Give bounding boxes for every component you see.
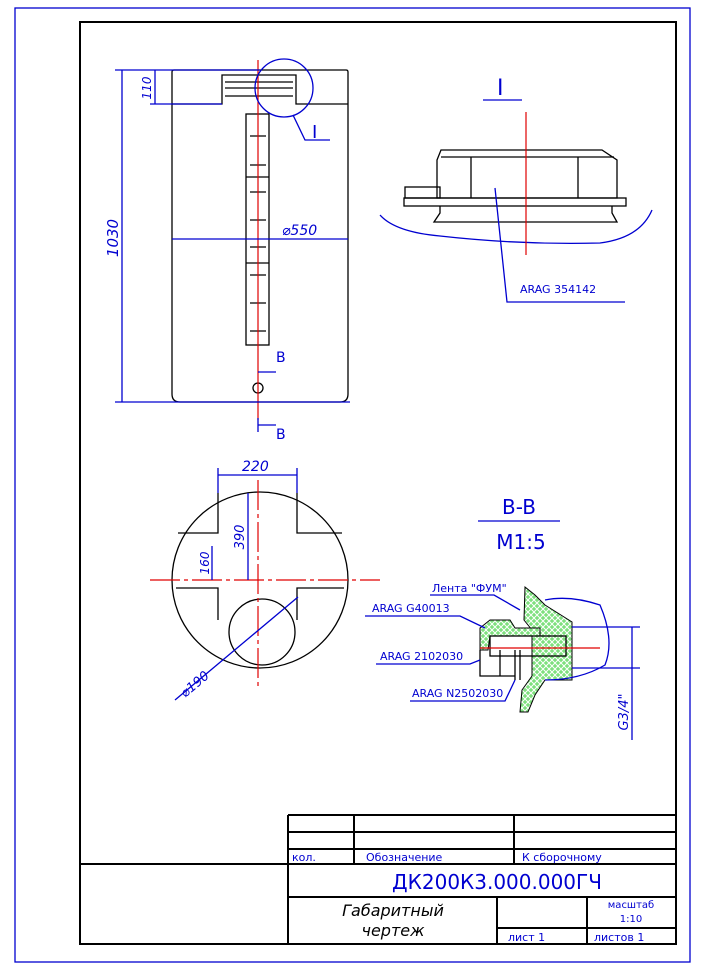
offset-dimension: 160 [198,551,212,574]
detail-view: I ARAG 354142 [379,76,653,303]
sheet-number: лист 1 [508,931,545,944]
detail-title: I [497,76,504,101]
front-view: 1030 110 ⌀550 I B B [104,58,350,443]
label-n2502030: ARAG N2502030 [412,687,503,700]
label-g40013: ARAG G40013 [372,602,450,615]
outlet-hole [228,598,296,666]
title-line-1: Габаритный [342,901,444,920]
neck-dimension: 110 [140,76,154,99]
fitting-section [479,619,541,651]
section-scale: M1:5 [496,530,545,554]
detail-part-label: ARAG 354142 [520,283,596,296]
diameter-dimension: ⌀550 [282,223,317,239]
col-assembly: К сборочному [522,851,602,864]
section-mark-top: B [276,350,286,366]
tank-wall-break [379,209,653,245]
section-mark-bottom: B [276,427,286,443]
tank-neck [172,74,348,105]
depth-dimension: 390 [233,525,248,550]
outer-border [14,7,691,963]
col-designation: Обозначение [366,851,443,864]
scale-label: масштаб [608,900,654,911]
col-qty: кол. [292,851,316,864]
label-fum-tape: Лента "ФУМ" [432,582,507,595]
sheet-count: листов 1 [594,931,644,944]
document-code: ДК200К3.000.000ГЧ [392,870,602,894]
title-block: кол. Обозначение К сборочному ДК200К3.00… [80,814,676,944]
bottom-view: 220 390 160 ⌀190 [150,459,380,701]
scale-value: 1:10 [620,914,642,925]
section-view: B-B M1:5 G3/4" Лента "ФУМ" ARAG G40013 A… [365,495,640,740]
section-title: B-B [502,495,536,519]
inner-frame [79,21,677,945]
thread-dimension: G3/4" [617,694,632,731]
detail-callout: I [312,122,317,143]
label-2102030: ARAG 2102030 [380,650,463,663]
tank-wall-section [519,585,573,713]
height-dimension: 1030 [104,219,122,257]
width-dimension: 220 [242,459,269,475]
detail-circle [254,58,314,118]
title-line-2: чертеж [361,921,425,940]
tank-outline [171,69,349,403]
